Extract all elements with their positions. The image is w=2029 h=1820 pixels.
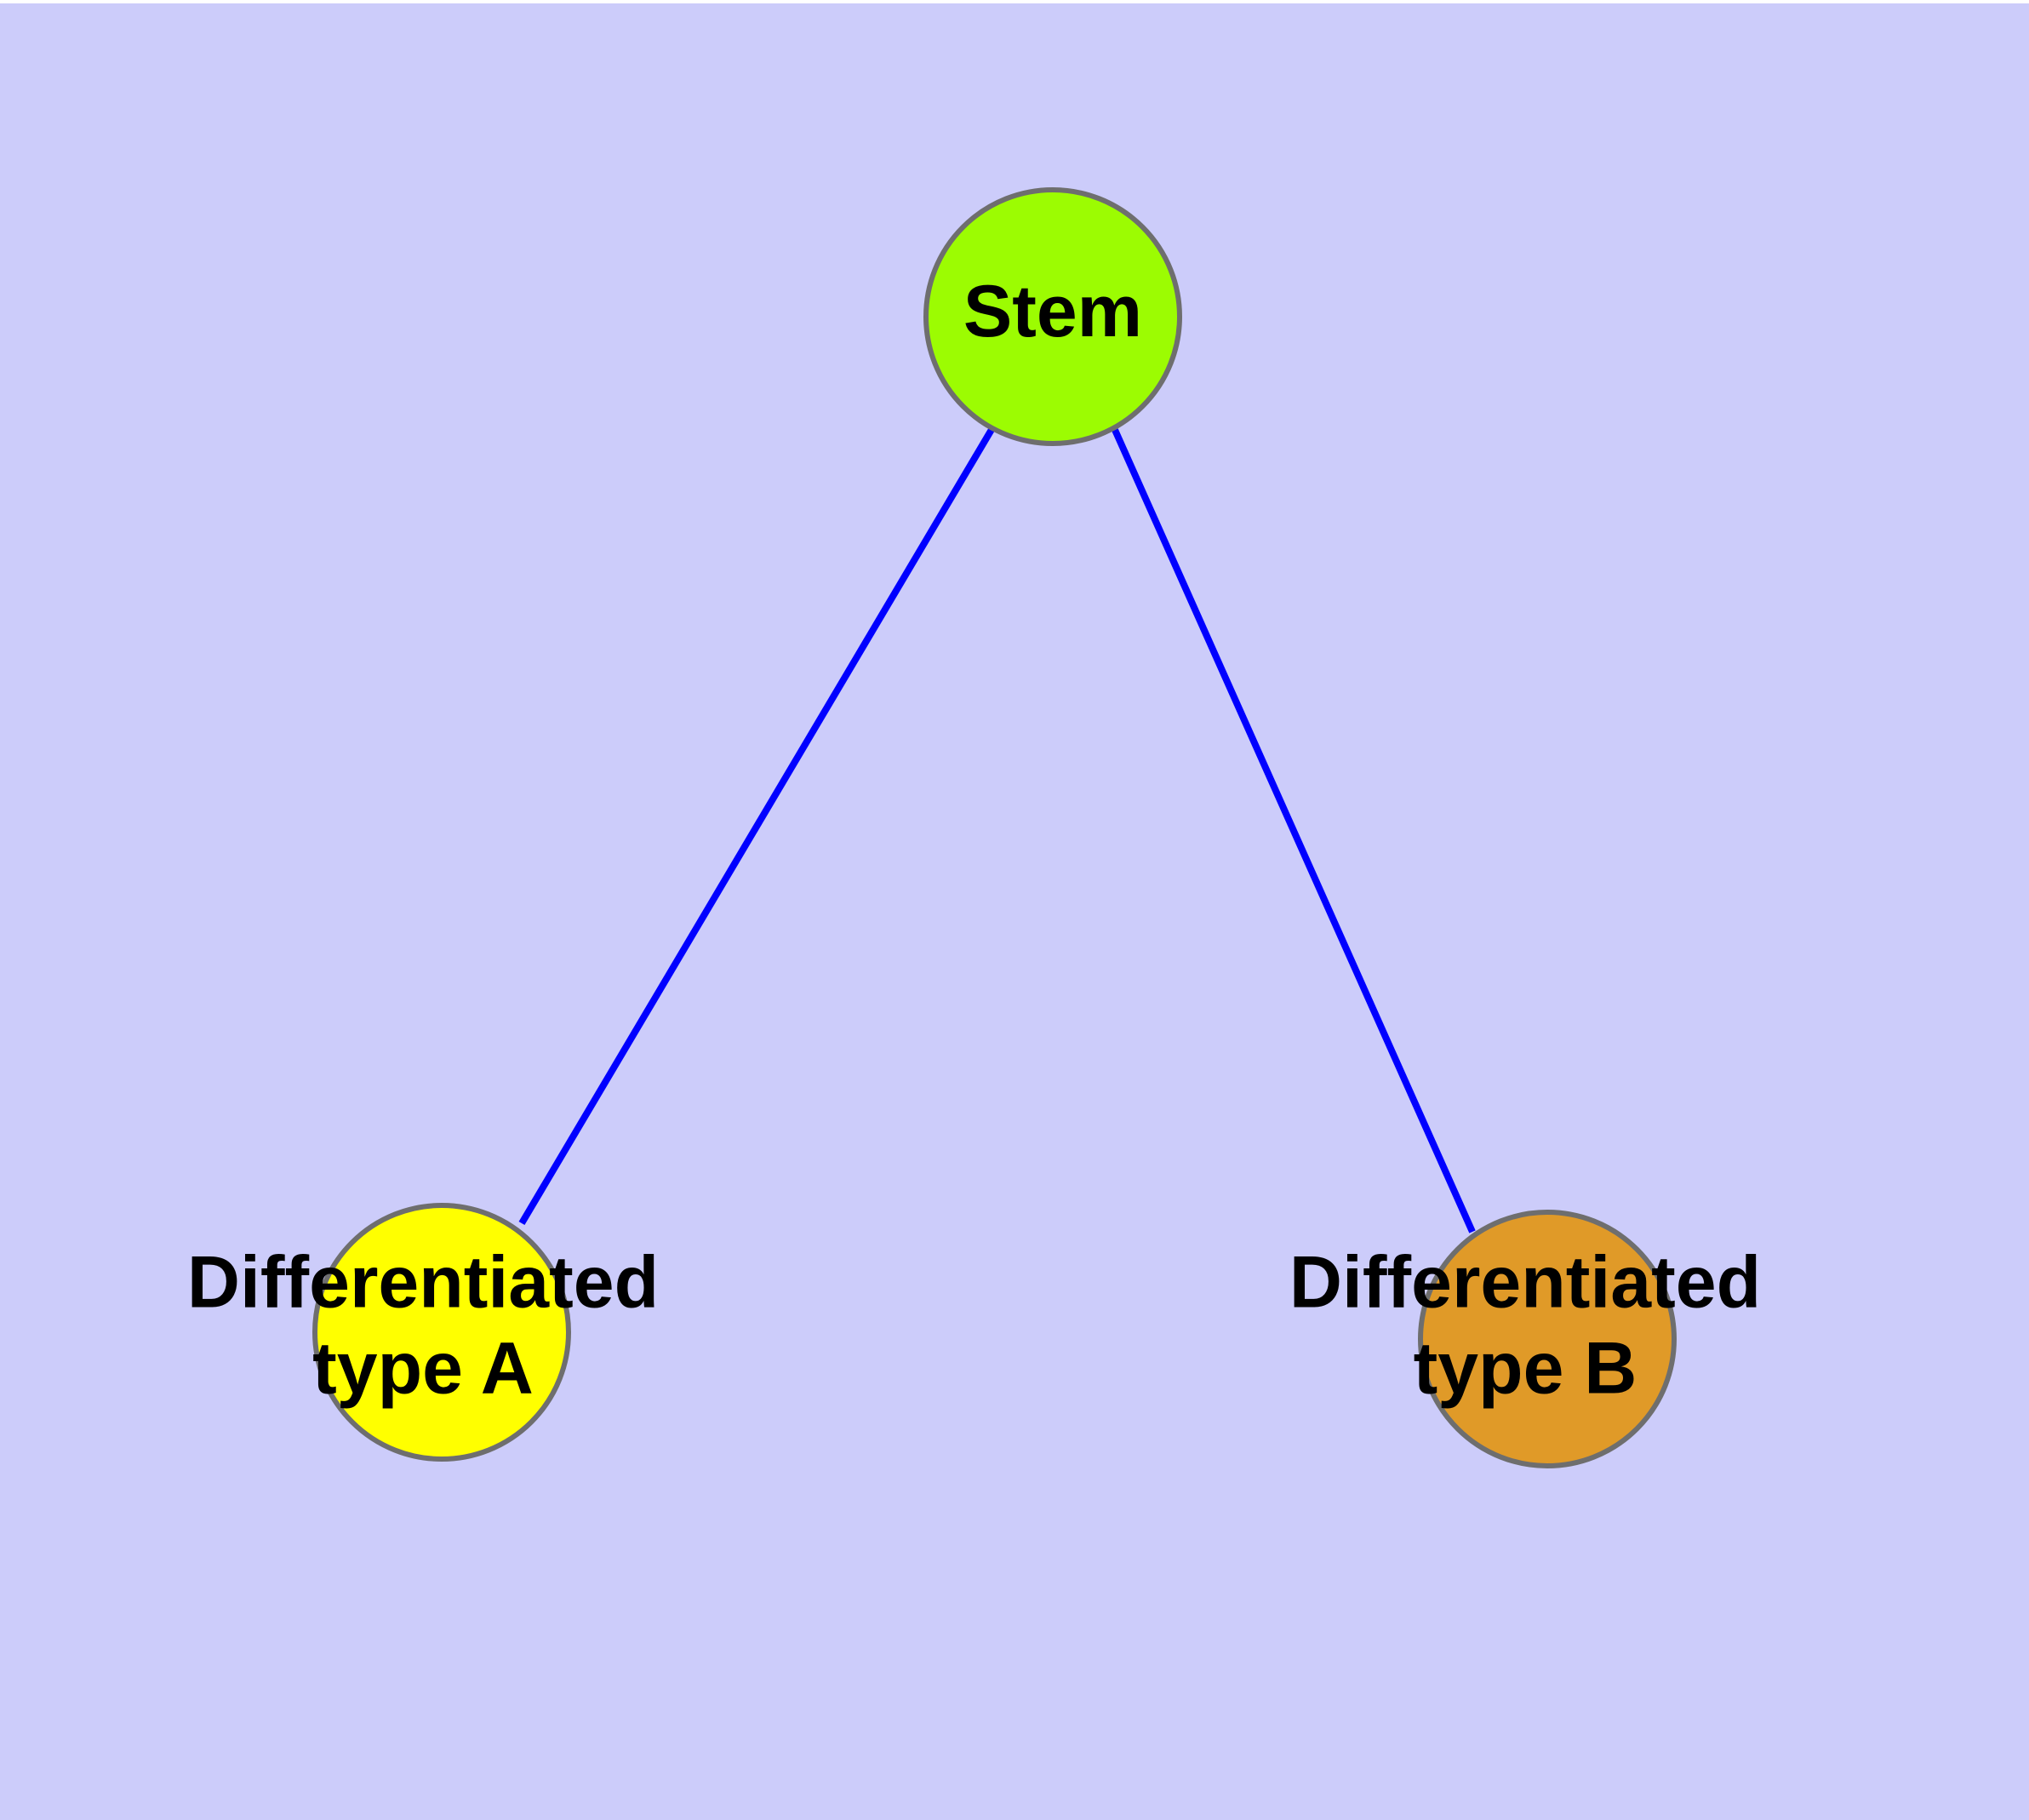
graph-edge[interactable]	[518, 426, 996, 1226]
node-label-line: Stem	[963, 271, 1142, 352]
nodes-layer	[312, 187, 1677, 1468]
node-label-line: type A	[312, 1327, 534, 1409]
node-label-line: Differentiated	[187, 1241, 659, 1323]
node-label-stem: Stem	[963, 271, 1142, 352]
graph-node-diff-a[interactable]	[312, 1203, 571, 1462]
graph-node-stem[interactable]	[923, 187, 1182, 446]
edges-layer	[518, 426, 1476, 1233]
node-label-line: Differentiated	[1289, 1241, 1761, 1323]
node-label-line: type B	[1414, 1327, 1637, 1409]
graph-node-diff-b[interactable]	[1418, 1210, 1677, 1468]
graph-edge[interactable]	[1112, 428, 1476, 1233]
